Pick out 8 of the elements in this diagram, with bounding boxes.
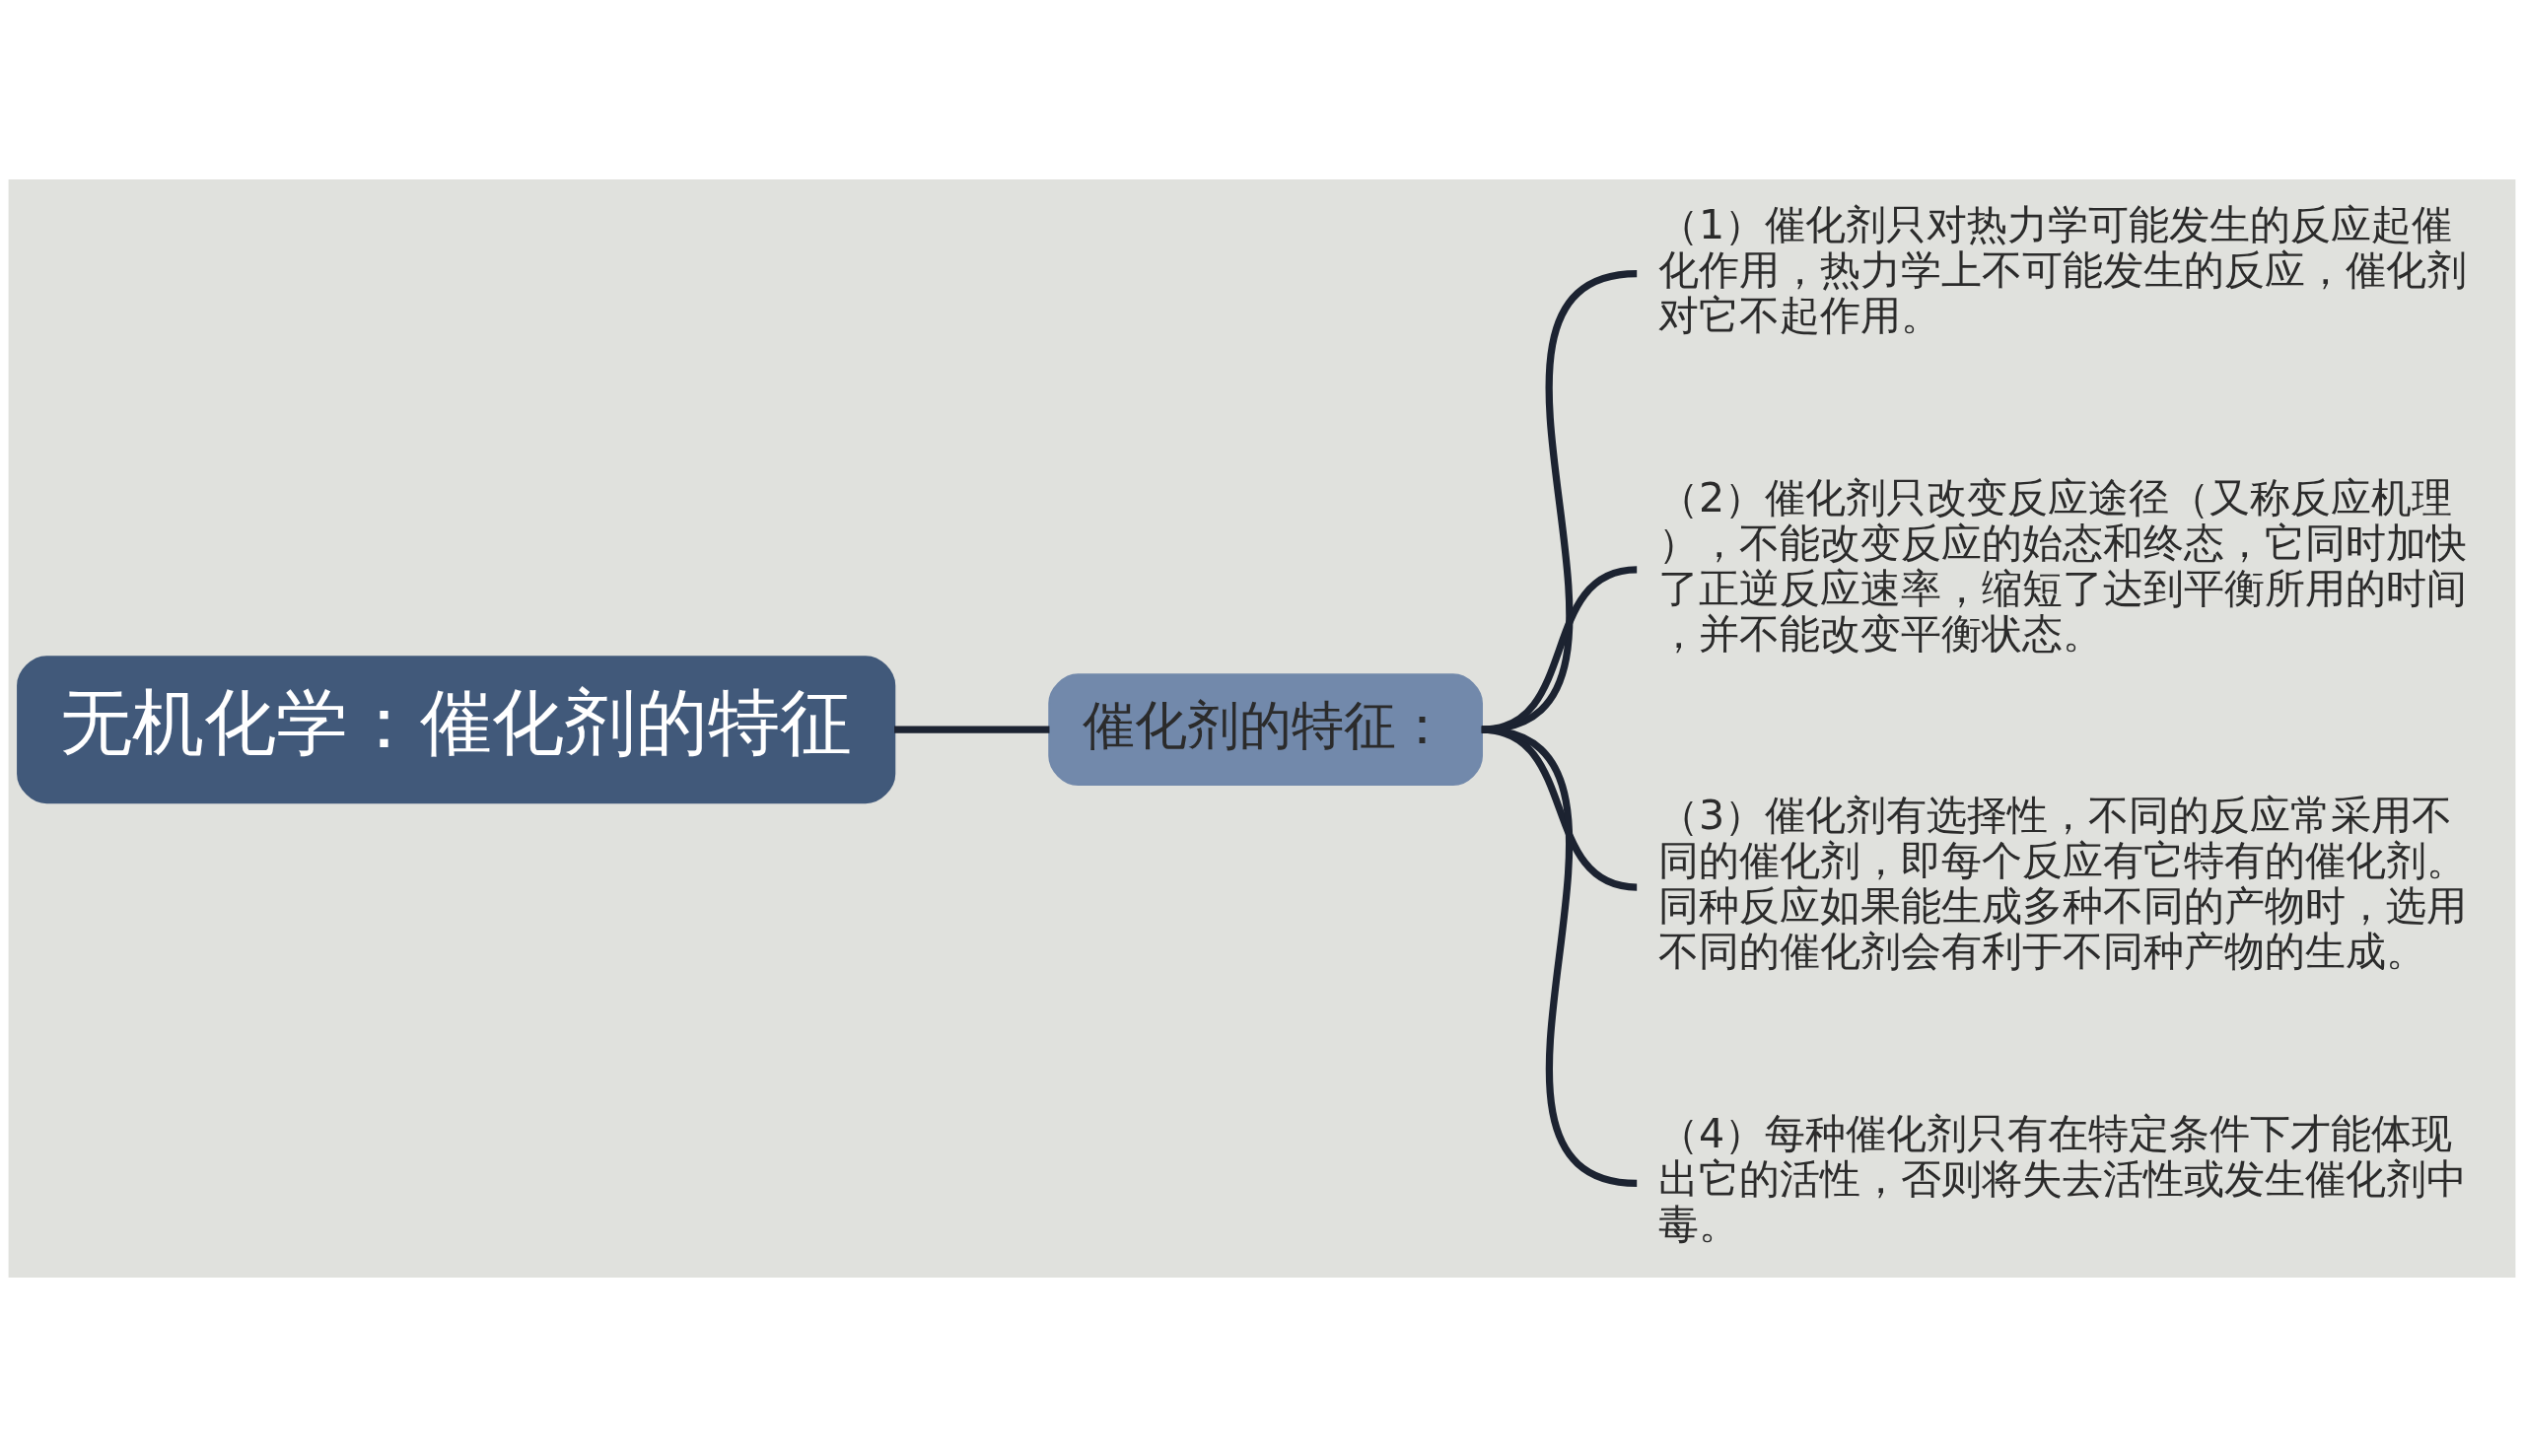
node-box: 催化剂的特征： xyxy=(1048,672,1483,786)
node-text: （3）催化剂有选择性，不同的反应常采用不同的催化剂，即每个反应有它特有的催化剂。同种反应如果能生成多种不同的产物时，选用不同的催化剂会有利于不同种产物的生成。 xyxy=(1658,791,2468,975)
node-text: （4）每种催化剂只有在特定条件下才能体现出它的活性，否则将失去活性或发生催化剂中毒。 xyxy=(1658,1109,2468,1248)
node-text: （2）催化剂只改变反应途径（又称反应机理），不能改变反应的始态和终态，它同时加快了正逆反应速率，缩短了达到平衡所用的时间，并不能改变平衡状态。 xyxy=(1658,473,2468,658)
node-text: （1）催化剂只对热力学可能发生的反应起催化作用，热力学上不可能发生的反应，催化剂对它不起作用。 xyxy=(1658,200,2468,339)
connector xyxy=(1481,726,1638,1187)
connector xyxy=(894,726,1050,733)
node-box: 无机化学：催化剂的特征 xyxy=(17,655,896,803)
